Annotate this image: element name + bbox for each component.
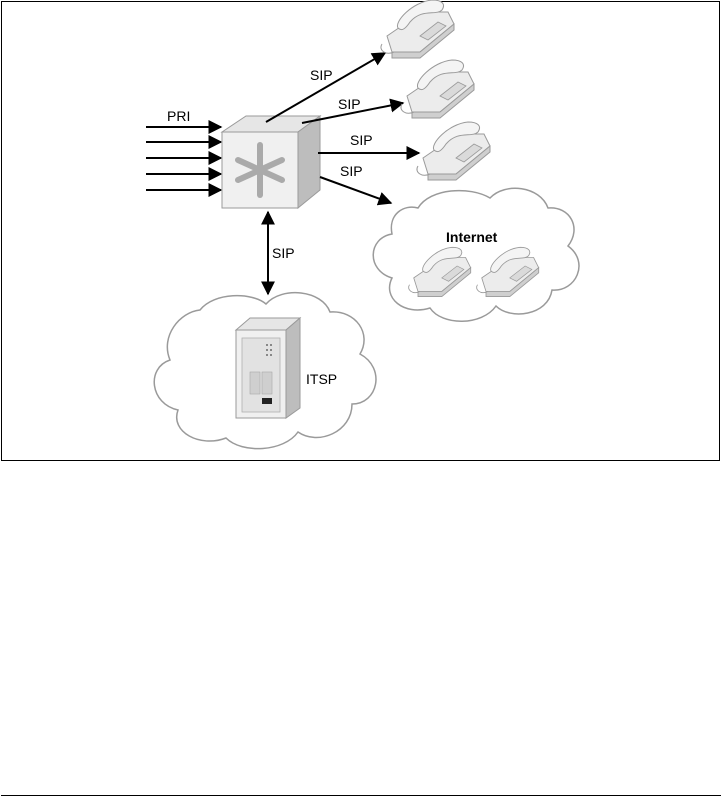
pri-label: PRI bbox=[167, 108, 190, 124]
sip-label-phone1: SIP bbox=[310, 67, 333, 83]
phone-icon bbox=[401, 60, 474, 118]
sip-label-phone3: SIP bbox=[350, 132, 373, 148]
itsp-label: ITSP bbox=[306, 371, 337, 387]
internet-cloud bbox=[373, 188, 579, 321]
sip-link-phone1 bbox=[266, 53, 385, 122]
sip-link-internet bbox=[320, 177, 391, 203]
sip-label-internet: SIP bbox=[340, 163, 363, 179]
server-rack-icon bbox=[236, 318, 300, 418]
pri-lines bbox=[146, 127, 221, 190]
asterisk-pbx-icon bbox=[222, 116, 320, 208]
phone-icon bbox=[417, 122, 490, 180]
phone-icon bbox=[381, 0, 454, 58]
sip-label-itsp: SIP bbox=[272, 245, 295, 261]
internet-label: Internet bbox=[446, 229, 498, 245]
sip-label-phone2: SIP bbox=[338, 96, 361, 112]
